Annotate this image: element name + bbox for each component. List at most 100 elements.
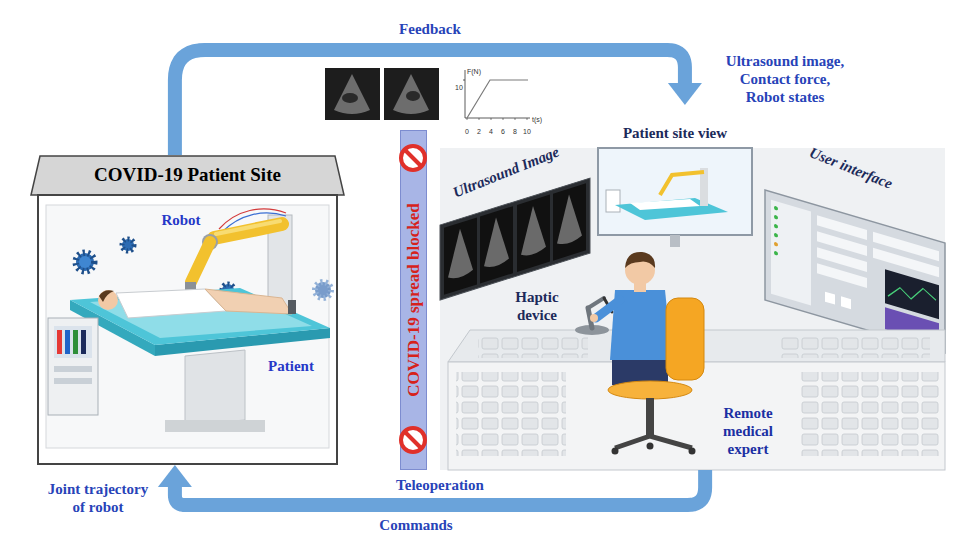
patient-figure-part [99,290,114,302]
device-label: Haptic device [509,288,565,324]
virus-icon-part [315,282,331,298]
force-chart-part [503,118,504,120]
tick-label: 2 [477,128,481,136]
ultrasound-screen-part [480,206,513,283]
flow-note: Joint trajectory of robot [44,480,152,516]
barrier-band: COVID-19 spread blocked [400,130,427,470]
monitor-machine [48,318,98,415]
patient-figure [98,289,296,318]
tick-label: 10 [455,84,463,92]
monitor-machine-part [54,326,92,358]
arrow-head [668,83,702,105]
prohibition-sign-part [405,150,422,167]
monitor-machine-part [65,330,70,354]
prohibition-sign-part [401,428,425,452]
patient-bed [70,288,330,432]
force-chart-part [467,118,468,120]
office-chair-part [647,443,654,450]
tick-label: 0 [465,128,469,136]
patient-view-screen-part [598,148,752,235]
office-chair-part [689,448,696,455]
virus-icon-part [79,256,91,268]
patient-view-screen-part [630,199,700,210]
prohibition-sign-part [401,146,425,170]
prohibition-sign-part [405,432,422,449]
site-panel: COVID-19 Patient Site [30,155,345,465]
user-interface-screen-part [765,190,945,353]
control-desk-part [478,336,588,358]
user-interface-screen-part [825,292,835,305]
edge-label: Teleoperation [396,476,484,494]
user-interface-screen-part [888,278,936,310]
remote-site-ground-part [440,148,945,470]
patient-site-ground [38,195,337,464]
medical-expert-figure [590,252,672,385]
force-chart-part [463,80,465,81]
user-interface-screen-part [774,206,778,211]
ultrasound-screen-part [448,225,473,281]
office-chair-part [646,398,654,438]
ultrasound-screen-part [553,183,586,260]
office-chair [608,298,704,455]
robot-arm-part [191,242,210,282]
flow-arrow [158,465,705,505]
haptic-device-icon [575,298,612,335]
screen-label: Patient site view [623,124,727,142]
axis-label: t(s) [532,116,542,124]
site-border [38,195,337,464]
user-interface-screen-part [774,233,778,238]
ultrasound-thumbnails-part [406,91,420,101]
patient-view-screen-part [615,198,728,220]
patient-figure-part [288,300,296,314]
monitor-machine-part [57,330,62,354]
patient-view-screen-part [606,190,620,212]
monitor-machine-part [81,330,86,354]
flow-note: Commands [379,516,452,534]
office-chair-part [612,448,619,455]
ultrasound-thumbnails-part [325,68,380,120]
part-label: Robot [161,211,200,229]
user-interface-screen-part [873,248,939,277]
patient-site-ground-part [46,205,329,448]
ultrasound-thumbnails [325,68,439,120]
screen-label: Ultrasound Image [450,142,561,201]
force-chart-part [465,118,530,119]
force-chart-part [467,80,528,118]
screen-label: User interface [807,143,895,193]
ultrasound-thumbnails-part [384,68,439,120]
barrier-text: COVID-19 spread blocked [404,203,424,396]
monitor-machine-part [54,378,92,384]
feedback-contents: Ultrasound image, Contact force, Robot s… [719,52,851,106]
arrow-head [158,465,192,487]
monitor-machine-part [48,318,98,415]
force-chart-part [465,70,466,118]
patient-figure-part [98,290,118,310]
robot-arm-part [216,221,280,234]
office-chair-part [666,298,704,380]
ultrasound-screen-part [444,217,477,294]
arrow-shaft [175,50,685,155]
user-interface-screen-part [774,242,778,247]
site-outline [30,155,345,465]
office-chair-part [615,436,692,448]
medical-expert-figure-part [590,314,598,322]
tick-label: 4 [489,128,493,136]
panel-title: COVID-19 Patient Site [30,155,345,195]
medical-expert-figure-part [625,252,655,268]
patient-site-ground-part [38,195,337,464]
patient-figure-part [205,289,292,314]
ultrasound-screen-part [521,202,546,258]
force-chart [463,70,530,120]
user-interface-screen-part [774,224,778,229]
tick-label: 8 [513,128,517,136]
control-desk-part [800,372,940,456]
force-chart-part [479,118,480,120]
ultrasound-thumbnails-part [393,74,429,114]
tick-label: 10 [523,128,531,136]
patient-bed-part [165,420,265,432]
axis-label: F(N) [467,68,481,76]
patient-view-screen-part [670,235,680,247]
role-label: Remote medical expert [712,404,784,458]
